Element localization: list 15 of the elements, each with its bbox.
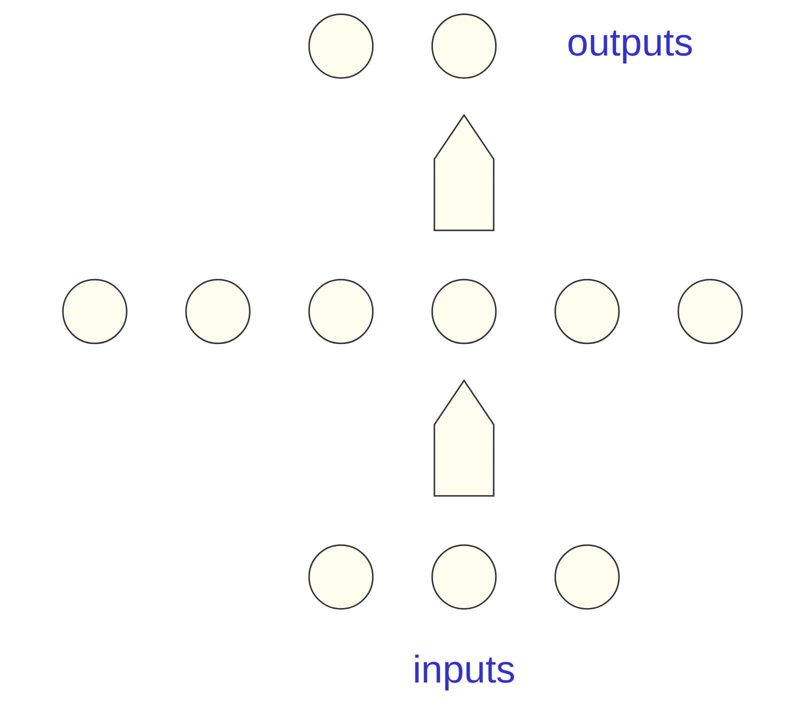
node-circle	[554, 278, 620, 344]
node-circle	[308, 544, 374, 610]
node-circle	[430, 278, 496, 344]
node-circle	[308, 13, 374, 79]
node-circle	[430, 544, 496, 610]
node-circle	[62, 278, 127, 344]
node-circle	[554, 544, 620, 610]
node-circle	[184, 278, 250, 344]
label: outputs	[566, 21, 693, 64]
node-arrow	[433, 114, 494, 232]
label: inputs	[412, 648, 515, 692]
node-circle	[677, 278, 742, 344]
node-arrow	[433, 379, 494, 497]
node-circle	[308, 278, 374, 344]
node-circle	[430, 13, 496, 79]
